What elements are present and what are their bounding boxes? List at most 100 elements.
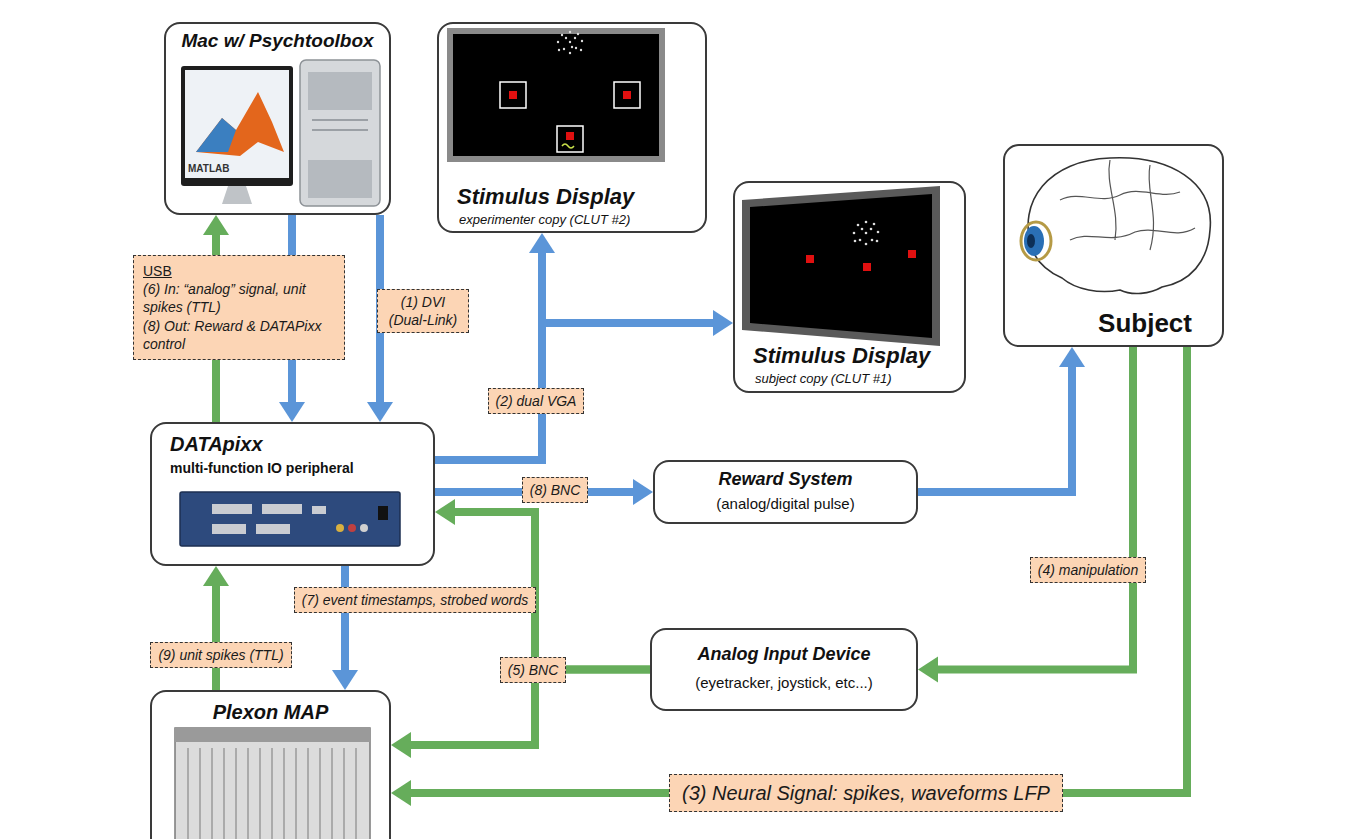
recorder-box: Plexon MAP [150, 690, 391, 839]
jack [348, 524, 356, 532]
rack-slots [188, 748, 356, 839]
arrow-head [391, 732, 411, 758]
signal-arrow [203, 566, 229, 690]
node-title: DATApixx [170, 432, 263, 456]
signal-arrow [391, 347, 1187, 806]
arrow-head [1059, 347, 1085, 367]
signal-label: (7) event timestamps, strobed words [294, 587, 536, 613]
signal-arrow [332, 566, 358, 690]
tower-grille [308, 72, 372, 110]
node-title: Plexon MAP [213, 700, 329, 724]
arrow-head [435, 499, 455, 525]
plexon-illustration [175, 728, 370, 839]
target-dot [509, 91, 517, 99]
node-title: Stimulus Display [457, 184, 634, 210]
computer-box: Mac w/ Psychtoolbox [164, 22, 391, 215]
signal-label: (8) Out: Reward & DATAPixx control [143, 317, 335, 353]
screen-surface [750, 194, 932, 338]
display-box: Stimulus Display experimenter copy (CLUT … [437, 22, 707, 233]
connector [256, 524, 290, 534]
arrow-head [332, 670, 358, 690]
signal-label: (4) manipulation [1030, 557, 1146, 583]
signal-label: (6) In: “analog” signal, unit spikes (TT… [143, 280, 335, 316]
fixation-dot [863, 263, 871, 271]
signal-line [435, 323, 715, 460]
node-subtitle: (analog/digital pulse) [716, 495, 854, 513]
logo-text: MATLAB [188, 163, 229, 174]
signal-arrow [435, 233, 555, 460]
tower-grille [308, 160, 372, 198]
power-switch [378, 506, 388, 520]
device-case [180, 492, 400, 546]
connector [312, 506, 326, 514]
node-title: Stimulus Display [753, 343, 930, 369]
tower-bay [312, 120, 368, 130]
computer-illustration [181, 60, 380, 206]
monitor-stand [222, 186, 252, 204]
signal-line [212, 584, 220, 690]
node-subtitle: experimenter copy (CLUT #2) [459, 212, 630, 228]
target-dot [806, 255, 814, 263]
rack-top [175, 728, 370, 742]
dot-cloud [557, 31, 583, 54]
screen-frame [450, 31, 662, 159]
signal-label: (5) BNC [500, 657, 567, 683]
node-subtitle: subject copy (CLUT #1) [755, 371, 892, 387]
arrow-head [633, 479, 653, 505]
target-window [500, 82, 526, 108]
node-title: Mac w/ Psychtoolbox [181, 30, 373, 53]
signal-label: (9) unit spikes (TTL) [150, 642, 291, 668]
connector [262, 504, 302, 514]
brain-outline [1028, 158, 1210, 294]
eye-trace [562, 144, 574, 148]
signal-line [341, 566, 349, 672]
matlab-logo [196, 92, 284, 156]
brain-illustration [1021, 158, 1210, 294]
connector [212, 504, 252, 514]
target-window [614, 82, 640, 108]
arrow-head [203, 215, 229, 235]
target-dot [623, 91, 631, 99]
connector [212, 524, 246, 534]
device-box: DATApixx multi-function IO peripheral [150, 422, 435, 566]
subject-screen [742, 186, 940, 346]
monitor-screen [185, 70, 289, 178]
fixation-window [557, 126, 583, 152]
arrow-head [367, 402, 393, 422]
arrow-head [203, 566, 229, 586]
signal-line [936, 347, 1133, 670]
device-box: Analog Input Device (eyetracker, joystick… [650, 628, 918, 711]
datapixx-illustration [180, 492, 400, 546]
subject-box: Subject [1003, 144, 1224, 347]
signal-line [409, 347, 1187, 793]
eye [1024, 226, 1044, 256]
node-title: Subject [1098, 308, 1192, 339]
fixation-dot [566, 132, 574, 140]
node-title: Analog Input Device [697, 644, 870, 666]
signal-arrow [435, 310, 733, 460]
node-title: Reward System [718, 469, 852, 491]
arrow-head [713, 310, 733, 336]
pupil [1027, 234, 1035, 248]
signal-arrow [918, 347, 1085, 492]
node-subtitle: (eyetracker, joystick, etc...) [695, 674, 873, 692]
arrow-head [391, 780, 411, 806]
computer-tower [300, 60, 380, 206]
brain-sulci [1060, 160, 1195, 250]
jack [336, 524, 344, 532]
arrow-head [918, 657, 938, 683]
jack [360, 524, 368, 532]
dot-cloud [853, 221, 880, 246]
arrow-head [529, 233, 555, 253]
device-box: Reward System (analog/digital pulse) [653, 460, 918, 524]
experimenter-screen [450, 31, 662, 159]
display-box: Stimulus Display subject copy (CLUT #1) [733, 181, 966, 393]
signal-line [918, 365, 1072, 492]
eye-socket [1021, 222, 1051, 260]
node-subtitle: multi-function IO peripheral [170, 460, 354, 477]
bus-callout: USB(6) In: “analog” signal, unit spikes … [133, 255, 345, 360]
